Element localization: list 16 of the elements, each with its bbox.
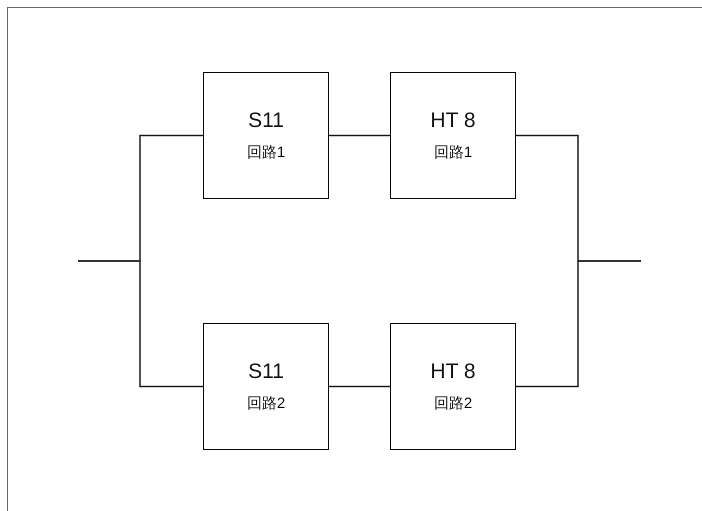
block-box xyxy=(203,323,329,450)
block-name: S11 xyxy=(248,108,284,134)
connector-line xyxy=(329,386,390,388)
block-box xyxy=(203,72,329,199)
block-box xyxy=(390,323,516,450)
block-name: S11 xyxy=(248,358,284,384)
block-subtitle: 回路1 xyxy=(246,142,286,162)
block-name: HT 8 xyxy=(430,108,476,134)
block-subtitle: 回路2 xyxy=(246,394,286,414)
block-box xyxy=(390,72,516,199)
connector-line xyxy=(329,134,390,136)
block-name: HT 8 xyxy=(430,358,476,384)
connector-line xyxy=(516,260,641,388)
block-subtitle: 回路2 xyxy=(434,394,472,414)
block-subtitle: 回路1 xyxy=(434,142,472,162)
connector-line xyxy=(78,260,203,388)
